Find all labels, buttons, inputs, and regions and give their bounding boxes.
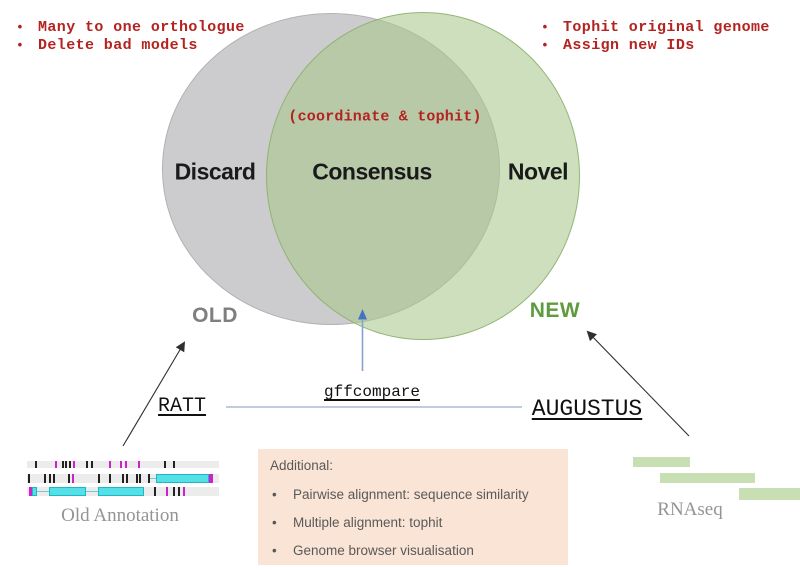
old-notes-list: Many to one orthologue Delete bad models bbox=[15, 19, 245, 55]
feature-tick bbox=[125, 461, 128, 468]
feature-tick bbox=[166, 487, 168, 496]
intron-link bbox=[86, 491, 98, 493]
feature-tick bbox=[73, 461, 76, 468]
feature-tick bbox=[97, 474, 100, 483]
rnaseq-read-bar bbox=[633, 457, 690, 467]
new-label: NEW bbox=[529, 299, 581, 322]
feature-tick bbox=[139, 474, 142, 483]
note-item: Many to one orthologue bbox=[15, 19, 245, 37]
new-notes-list: Tophit original genome Assign new IDs bbox=[540, 19, 770, 55]
ratt-tool-label: RATT bbox=[158, 395, 207, 418]
feature-tick bbox=[64, 461, 67, 468]
feature-tick bbox=[27, 474, 30, 483]
feature-tick bbox=[183, 487, 186, 496]
feature-tick bbox=[172, 487, 175, 496]
additional-item: Pairwise alignment: sequence similarity bbox=[270, 487, 560, 503]
feature-tick bbox=[52, 474, 55, 483]
feature-tick bbox=[61, 461, 64, 468]
feature-tick bbox=[71, 474, 74, 483]
feature-tick bbox=[126, 474, 129, 483]
old-annotation-tracks bbox=[27, 461, 219, 497]
old-label: OLD bbox=[192, 304, 238, 327]
new-annotation-circle bbox=[266, 12, 580, 340]
feature-tick bbox=[67, 474, 70, 483]
feature-tick bbox=[154, 487, 157, 496]
feature-tick bbox=[48, 474, 51, 483]
gene-box bbox=[156, 474, 209, 483]
gene-box bbox=[32, 487, 37, 496]
feature-tick bbox=[164, 461, 167, 468]
feature-tick bbox=[86, 461, 89, 468]
feature-tick bbox=[54, 461, 57, 468]
coordinate-tophit-note: (coordinate & tophit) bbox=[288, 108, 482, 126]
consensus-label: Consensus bbox=[312, 158, 432, 185]
discard-label: Discard bbox=[174, 158, 256, 185]
note-item: Assign new IDs bbox=[540, 37, 770, 55]
feature-tick bbox=[34, 461, 37, 468]
augustus-tool-label: AUGUSTUS bbox=[531, 396, 643, 422]
rnaseq-read-bar bbox=[660, 473, 755, 483]
additional-box: Additional: Pairwise alignment: sequence… bbox=[258, 449, 568, 565]
feature-tick bbox=[136, 474, 139, 483]
feature-tick bbox=[119, 461, 122, 468]
additional-title: Additional: bbox=[270, 458, 334, 473]
additional-item: Genome browser visualisation bbox=[270, 543, 560, 559]
annotation-track bbox=[27, 461, 219, 468]
gene-box bbox=[49, 487, 87, 496]
gene-box bbox=[28, 487, 33, 496]
feature-tick bbox=[69, 461, 72, 468]
rnaseq-label: RNAseq bbox=[657, 499, 723, 520]
gene-box bbox=[97, 487, 145, 496]
gffcompare-tool-label: gffcompare bbox=[323, 383, 421, 401]
feature-tick bbox=[91, 461, 94, 468]
feature-tick bbox=[148, 474, 151, 483]
intron-link bbox=[148, 478, 157, 480]
intron-link bbox=[36, 491, 50, 493]
note-item: Tophit original genome bbox=[540, 19, 770, 37]
novel-label: Novel bbox=[507, 158, 569, 185]
old-annotation-label: Old Annotation bbox=[61, 505, 179, 526]
note-item: Delete bad models bbox=[15, 37, 245, 55]
feature-tick bbox=[178, 487, 181, 496]
rnaseq-read-bar bbox=[739, 488, 800, 500]
feature-tick bbox=[108, 461, 111, 468]
feature-tick bbox=[122, 474, 125, 483]
annotation-track bbox=[27, 487, 219, 496]
additional-list: Pairwise alignment: sequence similarity … bbox=[270, 487, 560, 559]
feature-tick bbox=[173, 461, 176, 468]
additional-item: Multiple alignment: tophit bbox=[270, 515, 560, 531]
feature-tick bbox=[108, 474, 111, 483]
gene-box bbox=[209, 474, 213, 483]
annotation-track bbox=[27, 474, 219, 483]
feature-tick bbox=[138, 461, 141, 468]
feature-tick bbox=[43, 474, 46, 483]
